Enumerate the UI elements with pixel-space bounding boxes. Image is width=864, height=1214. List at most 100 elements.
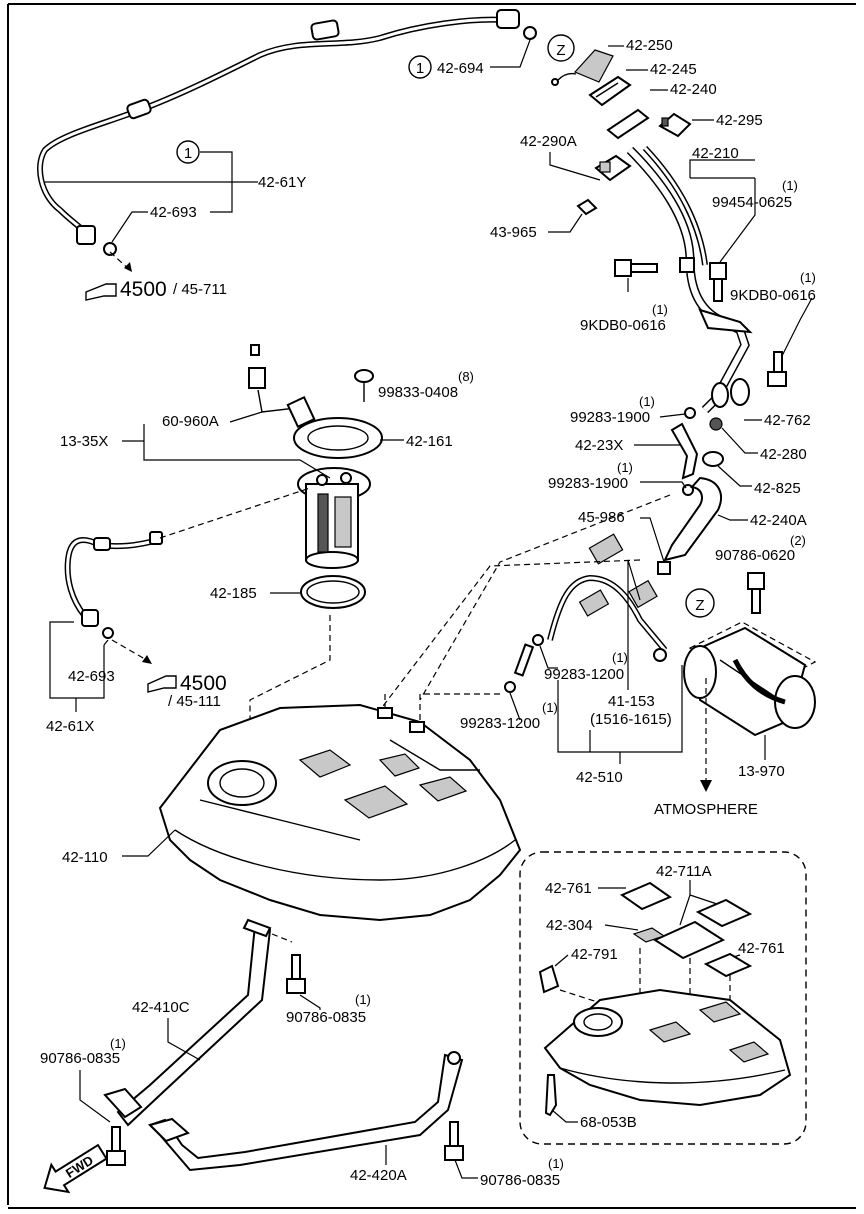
leader-43-965 <box>548 213 583 233</box>
harness-42-61X <box>64 531 163 639</box>
insulator-inset-box <box>519 851 807 1145</box>
bolt-90786-d <box>444 1121 464 1161</box>
clamp-99283-d <box>504 643 535 693</box>
vapor-tubes-41-153 <box>547 533 668 662</box>
part-42-245 <box>588 75 632 107</box>
bolt-9kdb0-right <box>767 351 787 387</box>
part-42-762 <box>711 378 750 408</box>
harness-to-pump-dash <box>159 487 311 539</box>
svg-text:Z: Z <box>556 42 565 59</box>
label-43-965: 43-965 <box>490 224 537 241</box>
leader-90786-b <box>299 994 321 1010</box>
label-42-711A: 42-711A <box>656 863 712 880</box>
insulator-42-711A-a <box>652 920 726 960</box>
leader-42-693-top <box>210 182 233 213</box>
connector-60-960A <box>248 344 316 429</box>
strap-410C-dash <box>271 933 293 943</box>
label-99283-b: 99283-1900 <box>548 475 628 492</box>
leader-90786-c <box>79 1070 111 1123</box>
ref-arrow-line-mid <box>111 639 151 663</box>
label-42-420A: 42-420A <box>350 1167 407 1184</box>
part-42-280 <box>709 417 723 431</box>
label-90786-c-qty: (1) <box>110 1036 126 1051</box>
ref-arrow-head-mid <box>142 655 152 664</box>
screw-99833 <box>354 369 374 402</box>
leader-42-280 <box>721 427 758 454</box>
svg-text:1: 1 <box>184 145 192 162</box>
ref-arrow-head-top <box>124 262 132 272</box>
label-42-240A: 42-240A <box>750 512 807 529</box>
label-42-110: 42-110 <box>62 849 108 866</box>
fuel-pump-13-35X <box>297 467 371 569</box>
bracket-42-61X <box>49 621 105 699</box>
label-42-761-b: 42-761 <box>738 940 785 957</box>
svg-text:Z: Z <box>695 597 704 614</box>
callout-circle-1-top: 1 <box>176 140 200 164</box>
svg-text:1: 1 <box>416 60 424 77</box>
leader-60-960A <box>229 411 263 423</box>
label-42-304: 42-304 <box>546 917 593 934</box>
part-45-986 <box>657 561 671 575</box>
label-9kdb0-left: 9KDB0-0616 <box>580 317 666 334</box>
part-42-825 <box>702 451 724 467</box>
label-42-185: 42-185 <box>210 585 257 602</box>
ref-45-711: / 45-711 <box>173 281 227 298</box>
label-42-161: 42-161 <box>406 433 453 450</box>
label-42-825: 42-825 <box>754 480 801 497</box>
label-41-153: 41-153 <box>608 693 655 710</box>
label-99454: 99454-0625 <box>712 194 792 211</box>
label-90786-b-qty: (1) <box>355 992 371 1007</box>
label-13-970: 13-970 <box>738 763 785 780</box>
leader-99283-a <box>659 413 686 418</box>
label-42-693-top: 42-693 <box>150 204 197 221</box>
label-42-510: 42-510 <box>576 769 623 786</box>
label-42-761-a: 42-761 <box>545 880 592 897</box>
label-68-053B: 68-053B <box>580 1114 637 1131</box>
part-42-250 <box>551 49 614 86</box>
insulator-42-761-b <box>703 952 753 978</box>
ref-4500-mid: 4500 <box>180 672 227 695</box>
label-90786-b: 90786-0835 <box>286 1009 366 1026</box>
insulator-42-761-a <box>619 881 673 911</box>
leader-9kdb0-right <box>781 297 813 357</box>
label-99283-c: 99283-1200 <box>544 666 624 683</box>
label-42-240: 42-240 <box>670 81 717 98</box>
pipe-to-tank-dash-a <box>419 494 671 701</box>
label-42-280: 42-280 <box>760 446 807 463</box>
callout-circle-z-top: Z <box>547 34 575 62</box>
label-90786-c: 90786-0835 <box>40 1050 120 1067</box>
pipe-to-tank-dash-b <box>379 559 641 711</box>
leader-42-825 <box>717 465 752 487</box>
callout-circle-z-mid: Z <box>685 588 715 618</box>
label-42-245: 42-245 <box>650 61 697 78</box>
label-42-762: 42-762 <box>764 412 811 429</box>
strap-42-410C <box>103 918 272 1127</box>
filler-pipe-42-210 <box>626 145 753 414</box>
label-99283-b-qty: (1) <box>617 460 633 475</box>
leader-42-290A <box>549 152 601 181</box>
label-42-210: 42-210 <box>692 145 739 162</box>
leader-42-210 <box>689 159 755 178</box>
part-42-290A <box>594 154 632 182</box>
hose-42-240A <box>663 476 722 562</box>
label-9kdb0-right: 9KDB0-0616 <box>730 287 816 304</box>
leader-42-410C <box>167 1018 201 1061</box>
strap-42-420A <box>148 1051 464 1172</box>
label-90786-a: 90786-0620 <box>715 547 795 564</box>
clamp-99283-c <box>532 634 544 646</box>
ref-45-111: / 45-111 <box>168 693 221 710</box>
label-13-35X: 13-35X <box>60 433 108 450</box>
leader-99283-b <box>640 481 687 489</box>
bracket-13-35X <box>143 424 331 479</box>
label-60-960A: 60-960A <box>162 413 219 430</box>
leader-42-693-mid <box>103 639 109 646</box>
insulator-42-711A-b <box>695 898 753 928</box>
label-42-61X: 42-61X <box>46 718 94 735</box>
label-99283-a: 99283-1900 <box>570 409 650 426</box>
bolt-9kdb0-left <box>614 259 658 277</box>
leader-42-110 <box>122 829 176 857</box>
label-42-23X: 42-23X <box>575 437 623 454</box>
label-99833: 99833-0408 <box>378 384 458 401</box>
fwd-arrow-icon: FWD <box>43 1143 108 1194</box>
